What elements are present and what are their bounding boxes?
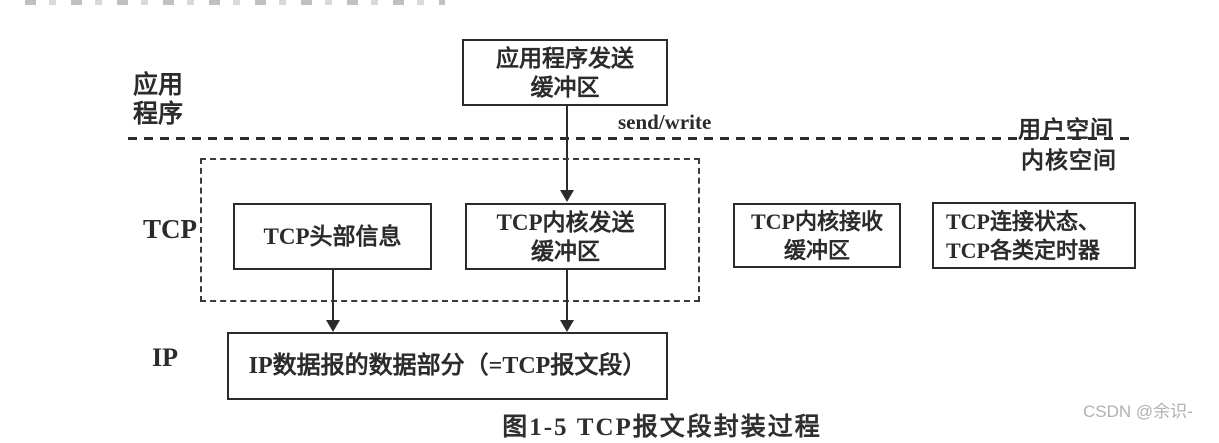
label-kernel-space: 内核空间 — [1021, 148, 1117, 173]
box-tcp-header-info-line1: TCP头部信息 — [263, 224, 402, 249]
box-tcp-kernel-send-buffer-line1: TCP内核发送 — [496, 209, 635, 235]
box-app-send-buffer: 应用程序发送 缓冲区 — [462, 39, 668, 106]
label-tcp-layer: TCP — [143, 214, 197, 244]
label-application-layer: 应用 程序 — [133, 72, 184, 128]
user-kernel-divider — [128, 137, 1136, 140]
label-send-write: send/write — [618, 110, 712, 134]
box-app-send-buffer-line2: 缓冲区 — [530, 74, 600, 100]
watermark: CSDN @余识- — [1083, 402, 1193, 421]
arrow-send-head-icon — [560, 190, 574, 202]
box-tcp-kernel-send-buffer-line2: 缓冲区 — [531, 238, 600, 264]
box-tcp-state-timers: TCP连接状态、 TCP各类定时器 — [932, 202, 1136, 269]
figure-caption: 图1-5 TCP报文段封装过程 — [502, 414, 822, 441]
box-tcp-header-info: TCP头部信息 — [233, 203, 432, 270]
diagram-page: { "diagram": { "labels": { "application"… — [25, 0, 1193, 441]
tcp-region-dashed-box — [200, 158, 700, 302]
box-tcp-state-timers-line1: TCP连接状态、 — [946, 208, 1101, 234]
arrow-tcp-header-head-icon — [326, 320, 340, 332]
box-app-send-buffer-line1: 应用程序发送 — [496, 45, 634, 71]
clipped-text-remnant — [25, 0, 445, 5]
box-tcp-kernel-recv-buffer-line2: 缓冲区 — [783, 237, 850, 263]
box-tcp-state-timers-line2: TCP各类定时器 — [946, 237, 1101, 263]
arrow-send-line — [566, 106, 568, 191]
arrow-tcp-header-line — [332, 270, 334, 321]
label-ip-layer: IP — [152, 343, 178, 372]
arrow-tcp-send-line — [566, 270, 568, 321]
arrow-tcp-send-head-icon — [560, 320, 574, 332]
label-user-space: 用户空间 — [1018, 117, 1114, 142]
box-tcp-kernel-recv-buffer: TCP内核接收 缓冲区 — [733, 203, 901, 268]
box-ip-datagram: IP数据报的数据部分（=TCP报文段） — [227, 332, 668, 400]
box-tcp-kernel-recv-buffer-line1: TCP内核接收 — [750, 208, 883, 234]
box-ip-datagram-line1: IP数据报的数据部分（=TCP报文段） — [248, 352, 647, 379]
box-tcp-kernel-send-buffer: TCP内核发送 缓冲区 — [465, 203, 666, 270]
